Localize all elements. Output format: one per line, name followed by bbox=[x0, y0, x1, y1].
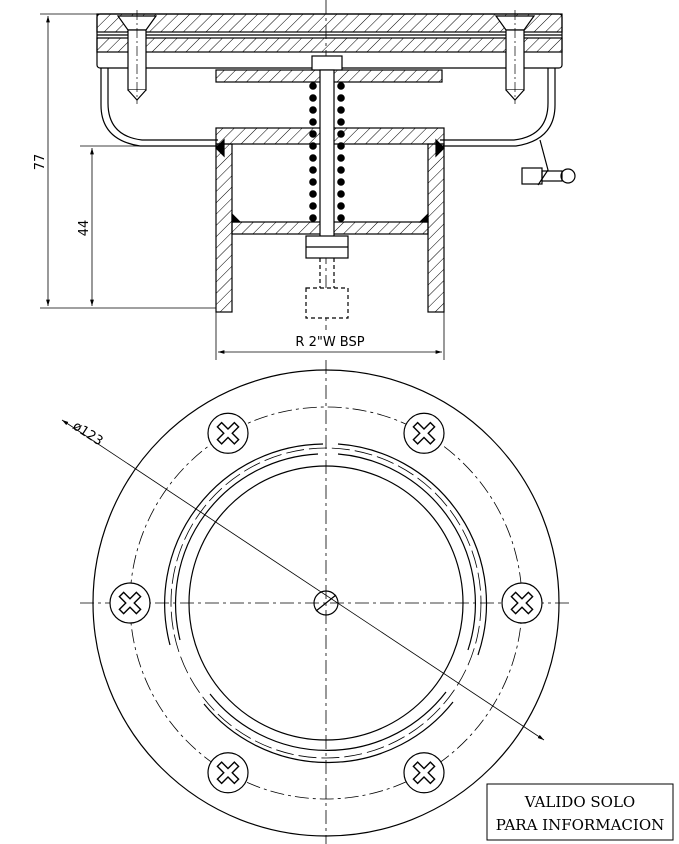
stamp-line-2: PARA INFORMACION bbox=[496, 816, 665, 834]
spring-coil bbox=[337, 214, 345, 222]
section-dimensions bbox=[40, 13, 445, 360]
screw-head-icon bbox=[207, 412, 249, 454]
dimension-thread: R 2"W BSP bbox=[295, 335, 364, 350]
spring-coil bbox=[337, 94, 345, 102]
diameter-dimension bbox=[61, 419, 545, 741]
spring-coil bbox=[337, 154, 345, 162]
central-bolt bbox=[305, 55, 349, 319]
spring-coil bbox=[309, 82, 317, 90]
stamp-line-1: VALIDO SOLO bbox=[524, 793, 635, 811]
spring-coil bbox=[309, 190, 317, 198]
spring-coil bbox=[337, 202, 345, 210]
spring-coil bbox=[337, 130, 345, 138]
spring-coil bbox=[337, 118, 345, 126]
side-latch bbox=[521, 139, 576, 186]
spring-coil bbox=[309, 94, 317, 102]
spring-coil bbox=[309, 106, 317, 114]
dimension-overall-height: 77 bbox=[33, 154, 48, 171]
spring-coil bbox=[309, 178, 317, 186]
spring-coil bbox=[309, 118, 317, 126]
screw-head-icon bbox=[403, 752, 445, 794]
left-screw bbox=[116, 10, 158, 104]
screw-head-icon bbox=[109, 582, 151, 624]
section-view bbox=[96, 0, 576, 330]
screw-head-icon bbox=[501, 582, 543, 624]
screw-head-icon bbox=[207, 752, 249, 794]
spring-coil bbox=[337, 166, 345, 174]
spring-coil bbox=[337, 190, 345, 198]
spring-coil bbox=[337, 178, 345, 186]
spring-coil bbox=[309, 154, 317, 162]
slot-left-arc bbox=[164, 443, 324, 646]
spring-coil bbox=[309, 166, 317, 174]
plan-view bbox=[80, 360, 572, 844]
dimension-diameter: ø123 bbox=[70, 419, 106, 449]
spring-coil bbox=[337, 82, 345, 90]
spring-coil bbox=[337, 106, 345, 114]
spring-coil bbox=[337, 142, 345, 150]
compression-spring bbox=[309, 82, 345, 222]
slot-right-arc bbox=[337, 443, 488, 656]
spring-coil bbox=[309, 130, 317, 138]
spring-coil bbox=[309, 214, 317, 222]
slot-bottom-arc bbox=[203, 691, 454, 764]
screw-head-icon bbox=[403, 412, 445, 454]
dimension-body-height: 44 bbox=[77, 220, 92, 237]
spring-coil bbox=[309, 202, 317, 210]
info-stamp: VALIDO SOLO PARA INFORMACION bbox=[486, 783, 674, 841]
right-screw bbox=[494, 10, 536, 104]
lid-plates bbox=[96, 13, 563, 69]
spring-coil bbox=[309, 142, 317, 150]
